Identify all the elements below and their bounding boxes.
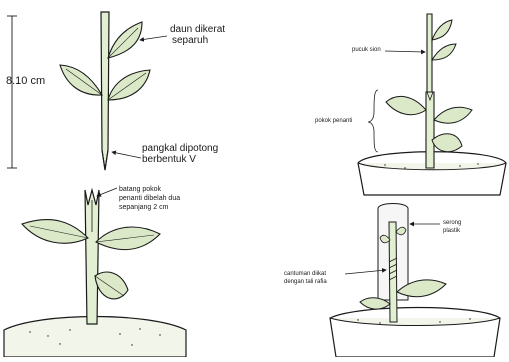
label-cantuman-diikat: cantuman diikat <box>284 271 326 277</box>
label-pangkal-dipotong: pangkal dipotong <box>142 144 218 155</box>
grafted-leaf-right <box>434 107 472 123</box>
label-batang-pokok: batang pokok <box>119 186 161 193</box>
split-rootstock <box>4 188 186 357</box>
rootstock-stem-grafted <box>426 92 434 168</box>
rootstock-leaf-lower <box>95 272 128 299</box>
pot-right-bottom <box>330 308 500 358</box>
grafted-leaf-bottom <box>432 134 462 152</box>
scion-leaf-lower <box>432 44 456 60</box>
label-sepanjang: sepanjang 2 cm <box>119 204 168 211</box>
grafted-plant <box>358 14 506 195</box>
grafted-leaf-left <box>386 96 426 114</box>
covered-graft <box>330 204 500 358</box>
label-pokok-penanti: pokok penanti <box>315 118 352 124</box>
label-measurement: 8.10 cm <box>6 76 45 88</box>
label-penanti-dibelah: penanti dibelah dua <box>119 195 180 202</box>
scion-leaf-upper <box>432 20 452 40</box>
label-pucuk-sion: pucuk sion <box>352 47 381 53</box>
label-daun-dikerat: daun dikerat <box>170 25 225 36</box>
label-plastik: plastik <box>443 228 460 234</box>
scion-stem <box>101 12 109 170</box>
scion-shoot <box>427 14 432 92</box>
label-tali-rafia: dengan tali rafia <box>284 279 327 285</box>
label-separuh: separuh <box>172 36 208 47</box>
label-serong: serong <box>443 220 461 226</box>
label-berbentuk-v: berbentuk V <box>142 155 196 166</box>
